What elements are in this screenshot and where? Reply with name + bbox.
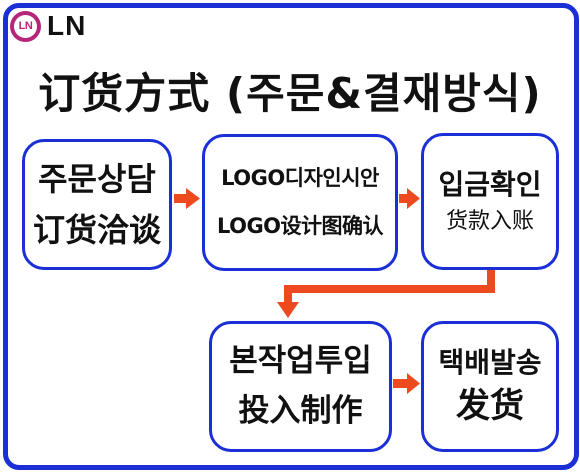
brand-logo: LN LN <box>10 10 86 42</box>
step-label-zh: 发货 <box>456 385 524 426</box>
page-title: 订货方式 (주문&결재방식) <box>38 69 542 118</box>
step-label-ko: 본작업투입 <box>229 343 372 380</box>
step-order-consultation: 주문상담 订货洽谈 <box>22 139 172 270</box>
arrow-step4-to-step5 <box>393 373 420 394</box>
step-production: 본작업투입 投入制作 <box>209 321 392 452</box>
logo-badge-icon: LN <box>10 10 41 42</box>
step-shipping: 택배발송 发货 <box>421 321 559 452</box>
step-label-zh: 投入制作 <box>238 392 363 429</box>
step-label-ko: 택배발송 <box>438 346 542 380</box>
step-label-ko: 입금확인 <box>438 167 542 201</box>
step-label-zh: LOGO设计图确认 <box>216 213 384 238</box>
logo-text: LN <box>47 10 87 41</box>
step-label-ko: LOGO디자인시안 <box>221 166 379 191</box>
step-logo-design: LOGO디자인시안 LOGO设计图确认 <box>202 134 398 271</box>
step-label-zh: 货款入账 <box>445 209 534 235</box>
arrow-step2-to-step3 <box>399 188 420 209</box>
step-label-zh: 订货洽谈 <box>32 210 161 249</box>
arrow-step3-to-step4 <box>277 270 495 318</box>
step-label-ko: 주문상담 <box>38 160 156 199</box>
step-payment-confirmation: 입금확인 货款入账 <box>421 133 559 270</box>
arrow-step1-to-step2 <box>174 188 200 209</box>
logo-badge-text: LN <box>14 14 37 38</box>
